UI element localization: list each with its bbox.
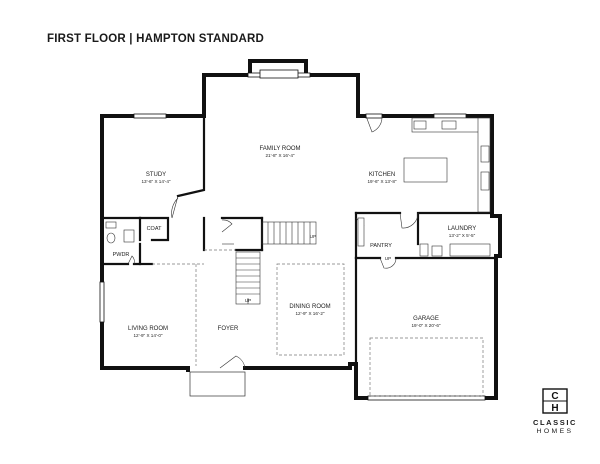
dashed-outlines [152,249,484,397]
pantry-label: PANTRY [370,243,392,249]
page-title: FIRST FLOOR | HAMPTON STANDARD [47,33,265,45]
brand-subtitle: HOMES [536,428,574,435]
stairs-up-label-2: UP [245,298,251,303]
study-dims: 13'-6" X 14'-4" [141,179,170,184]
garage-step-up-label: UP [385,256,391,261]
garage-label: GARAGE [413,316,439,322]
monogram-letter-top: C [551,391,558,402]
door-swings [127,115,419,369]
powder-room-label: PWDR [113,252,130,258]
kitchen-label: KITCHEN [369,172,395,178]
brand-logo: C H CLASSIC HOMES [525,388,585,435]
dining-room-label: DINING ROOM [289,304,330,310]
living-room-label: LIVING ROOM [128,326,168,332]
dining-room-dims: 12'-9" X 16'-2" [295,311,324,316]
living-room-dims: 12'-9" X 14'-0" [133,333,162,338]
study-label: STUDY [146,172,166,178]
family-room-dims: 21'-8" X 16'-4" [265,153,294,158]
family-room-label: FAMILY ROOM [259,146,300,152]
exterior-walls [100,59,502,400]
front-porch [189,371,246,397]
monogram-frame: C H [542,388,568,414]
laundry-label: LAUNDRY [448,226,477,232]
laundry-fixtures [357,217,491,257]
fireplace [259,69,299,79]
monogram-letter-bottom: H [551,403,558,414]
foyer-label: FOYER [218,326,239,332]
room-labels: STUDY 13'-6" X 14'-4" FAMILY ROOM 21'-8"… [113,146,477,338]
stairs-up-label: UP [310,234,316,239]
brand-monogram: C H [542,388,568,414]
powder-fixtures [105,221,135,244]
brand-name: CLASSIC [532,418,578,427]
kitchen-dims: 19'-6" X 13'-8" [367,179,396,184]
staircase [222,221,317,305]
garage-dims: 19'-0" X 20'-6" [411,323,440,328]
kitchen-fixtures [403,117,491,213]
laundry-dims: 13'-2" X 5'-5" [449,233,476,238]
coat-closet-label: COAT [147,226,163,232]
